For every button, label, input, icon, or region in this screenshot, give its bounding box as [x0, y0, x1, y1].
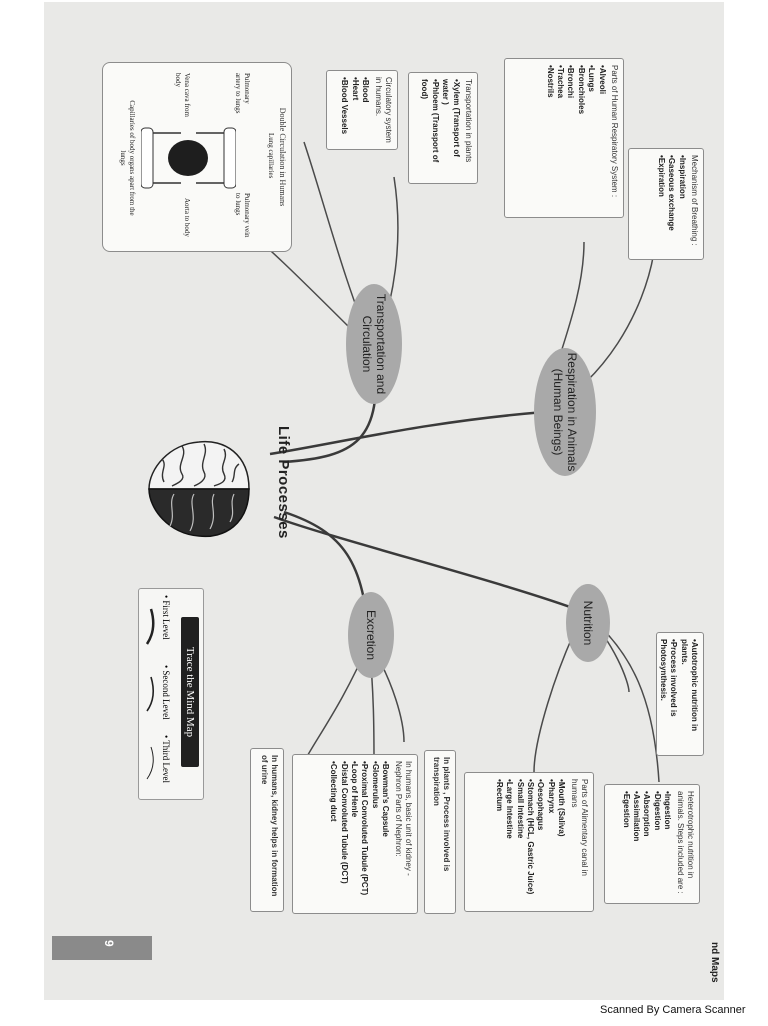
node-excretion: Excretion: [348, 592, 394, 678]
mind-map-page: Life Processes Respiration in Animals (H…: [44, 2, 724, 1026]
list-item: Inspiration: [676, 155, 687, 253]
level-strokes-icon: [145, 608, 155, 780]
breathing-title: Mechanism of Breathing :: [690, 155, 699, 246]
circulatory-title: Circulatory system in humans.: [373, 77, 393, 143]
heart-icon: [141, 127, 236, 189]
list-item: Lungs: [586, 65, 596, 211]
trace-level-3-label: Third Level: [161, 740, 171, 783]
box-plants-transport: Transportation in plants Xylem (Transpor…: [408, 72, 478, 184]
aorta-label: Aorta to body: [183, 198, 191, 237]
list-item: Proximal Convoluted Tubule (PCT): [359, 761, 369, 907]
lung-capillaries-label: Lung capillaries: [267, 133, 275, 179]
brain-icon: [144, 434, 254, 544]
list-item: Expiration: [655, 155, 666, 253]
list-item: Absorption: [641, 791, 651, 897]
list-item: Large Intestine: [504, 779, 514, 905]
body-capillaries-label: Capillaries of body organs apart from th…: [118, 100, 136, 216]
list-item: Bronchi: [565, 65, 575, 211]
list-item: Rectum: [493, 779, 504, 905]
node-nutrition: Nutrition: [566, 584, 610, 662]
list-item: Stomach (HCL, Gastric Juice): [525, 779, 535, 905]
list-item: Phloem (Transport of food): [419, 79, 439, 177]
respiratory-parts-title: Parts of Human Respiratory System :: [610, 65, 619, 198]
box-kidney: In humans, kidney helps in formation of …: [250, 748, 284, 912]
list-item: Nostrils: [544, 65, 555, 211]
list-item: Collecting duct: [328, 761, 338, 907]
list-item: Process involved is Photosynthesis.: [657, 639, 678, 749]
plant-excretion-title: In plants , Process involved is transpir…: [431, 757, 451, 872]
list-item: Xylem (Transport of water ): [440, 79, 460, 177]
box-circulatory: Circulatory system in humans. Blood Hear…: [326, 70, 398, 150]
list-item: Small Intestine: [514, 779, 525, 905]
list-item: Ingestion: [662, 791, 672, 897]
vena-cava-label: Vena cava from body: [173, 73, 191, 117]
heterotrophic-title: Heterotrophic nutrition in animals. Step…: [675, 791, 695, 894]
list-item: Gaseous exchange: [666, 155, 676, 253]
list-item: Oesophagus: [535, 779, 545, 905]
alimentary-title: Parts of Alimentary canal in humans: [569, 779, 589, 876]
scanner-footer: Scanned By Camera Scanner: [600, 1004, 746, 1016]
list-item: Autotrophic nutrition in plants.: [678, 639, 699, 749]
list-item: Assimilation: [631, 791, 641, 897]
box-alimentary: Parts of Alimentary canal in humans Mout…: [464, 772, 594, 912]
trace-level-1: • First Level: [161, 595, 171, 640]
pulmonary-artery-label: Pulmonary artery to lungs: [233, 73, 251, 114]
list-item: Glomerulus: [369, 761, 380, 907]
list-item: Blood: [360, 77, 370, 143]
center-title: Life Processes: [275, 426, 292, 539]
box-double-circulation: Double Circulation in Humans Lung capill…: [102, 62, 292, 252]
list-item: Trachea: [555, 65, 565, 211]
box-autotrophic: Autotrophic nutrition in plants. Process…: [656, 632, 704, 756]
list-item: Loop of Henle: [349, 761, 359, 907]
box-respiratory-parts: Parts of Human Respiratory System : Alve…: [504, 58, 624, 218]
kidney-title: In humans, kidney helps in formation of …: [259, 755, 279, 897]
running-header: nd Maps: [709, 942, 720, 983]
list-item: Bowman's Capsule: [380, 761, 390, 907]
trace-level-2-label: Second Level: [161, 670, 171, 720]
list-item: Bronchioles: [575, 65, 586, 211]
double-circulation-title: Double Circulation in Humans: [278, 107, 287, 207]
node-respiration: Respiration in Animals (Human Beings): [534, 348, 596, 476]
box-plant-excretion: In plants , Process involved is transpir…: [424, 750, 456, 914]
list-item: Alveoli: [596, 65, 607, 211]
list-item: Pharynx: [545, 779, 556, 905]
list-item: Blood Vessels: [339, 77, 349, 143]
trace-heading: Trace the Mind Map: [181, 617, 199, 767]
list-item: Digestion: [651, 791, 662, 897]
list-item: Mouth (Saliva): [556, 779, 566, 905]
trace-level-2: • Second Level: [161, 665, 171, 720]
trace-mind-map-panel: Trace the Mind Map • First Level • Secon…: [138, 588, 204, 800]
line-center-nutrition: [273, 515, 585, 614]
list-item: Egestion: [620, 791, 631, 897]
list-item: Distal Convoluted Tubule (DCT): [338, 761, 349, 907]
box-breathing: Mechanism of Breathing : Inspiration Gas…: [628, 148, 704, 260]
box-nephron: In humans, basic unit of kidney - Nephro…: [292, 754, 418, 914]
line-center-respiration: [269, 410, 545, 456]
page-number: 9: [102, 940, 116, 947]
nephron-title: In humans, basic unit of kidney - Nephro…: [393, 761, 413, 876]
trace-level-1-label: First Level: [161, 600, 171, 640]
list-item: Heart: [349, 77, 360, 143]
trace-level-3: • Third Level: [161, 735, 171, 783]
box-heterotrophic: Heterotrophic nutrition in animals. Step…: [604, 784, 700, 904]
plants-transport-title: Transportation in plants: [464, 79, 473, 163]
node-transportation: Transportation and Circulation: [346, 284, 402, 404]
